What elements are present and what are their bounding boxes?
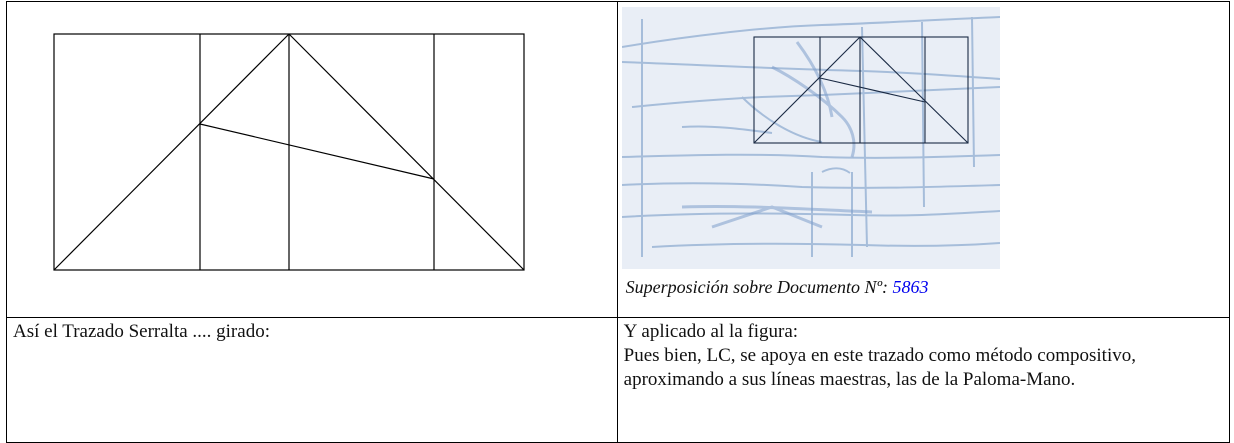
sketch-cell: Superposición sobre Documento Nº: 5863 bbox=[616, 1, 1231, 318]
left-description: Así el Trazado Serralta .... girado: bbox=[13, 321, 270, 342]
diagram-cell bbox=[6, 1, 618, 318]
text-cell-left: Así el Trazado Serralta .... girado: bbox=[6, 317, 618, 443]
layout-table: Superposición sobre Documento Nº: 5863 A… bbox=[6, 1, 1231, 443]
caption: Superposición sobre Documento Nº: 5863 bbox=[626, 277, 1229, 298]
serralta-diagram bbox=[53, 33, 525, 271]
overlay-frame bbox=[753, 36, 969, 144]
document-number-link[interactable]: 5863 bbox=[892, 277, 929, 297]
caption-label: Superposición sobre Documento Nº: bbox=[625, 277, 893, 297]
right-heading-line: Y aplicado al la figura: bbox=[623, 321, 799, 342]
diagram-diagonal-right bbox=[288, 33, 525, 271]
sketch-overlay-image bbox=[621, 7, 1000, 269]
diagram-cross-line bbox=[199, 123, 435, 180]
text-cell-right: Y aplicado al la figura: Pues bien, LC, … bbox=[616, 317, 1231, 443]
diagram-diagonal-left bbox=[53, 33, 290, 271]
right-description: Pues bien, LC, se apoya en este trazado … bbox=[623, 345, 1136, 390]
